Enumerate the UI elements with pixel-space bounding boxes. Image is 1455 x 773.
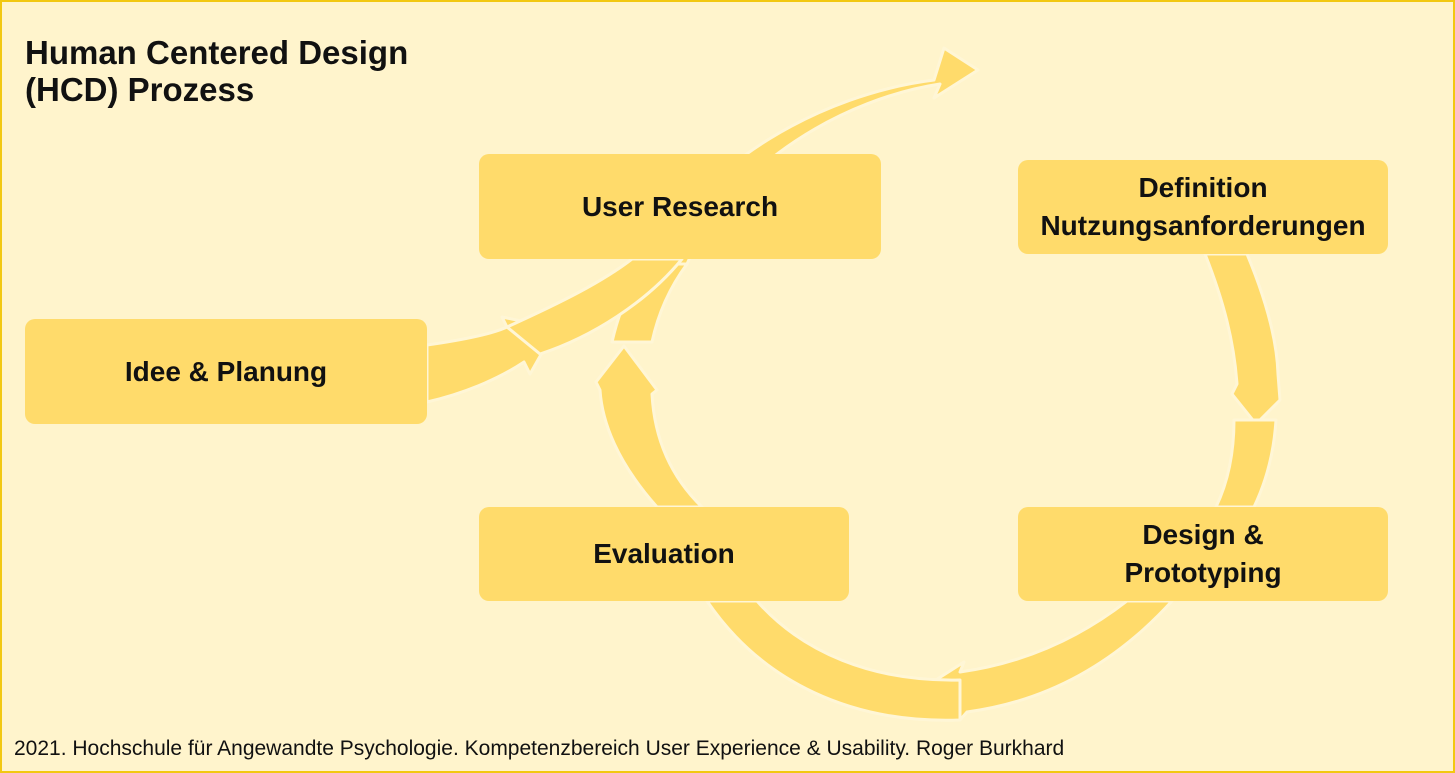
node-design-prototyping: Design & Prototyping: [1018, 507, 1388, 601]
arrow-definition-to-design: [1203, 252, 1282, 426]
arrow-evaluation-to-research: [594, 344, 704, 509]
node-design-label-2: Prototyping: [1124, 557, 1282, 588]
node-research-label: User Research: [581, 190, 779, 222]
node-design-label-1: Design &: [1142, 519, 1264, 550]
diagram-title: Human Centered Design (HCD) Prozess: [25, 34, 408, 108]
title-line-2: (HCD) Prozess: [25, 71, 255, 108]
node-evaluation-label: Evaluation: [593, 538, 735, 569]
title-line-1: Human Centered Design: [25, 34, 409, 71]
arrow-bottom-left: [705, 599, 962, 722]
node-definition: Definition Nutzungsanforderungen: [1018, 160, 1388, 254]
node-user-research: User Research: [479, 154, 881, 259]
footer-credit: 2021. Hochschule für Angewandte Psycholo…: [14, 737, 1065, 760]
node-definition-label-1: Definition: [1138, 172, 1268, 203]
node-definition-label-2: Nutzungsanforderungen: [1040, 210, 1366, 241]
arrow-entry-sweep: [505, 257, 684, 356]
node-evaluation: Evaluation: [479, 507, 849, 601]
arrow-design-entry: [1214, 418, 1278, 509]
node-idee-planung: Idee & Planung: [25, 319, 427, 424]
node-idee-label: Idee & Planung: [124, 355, 328, 387]
